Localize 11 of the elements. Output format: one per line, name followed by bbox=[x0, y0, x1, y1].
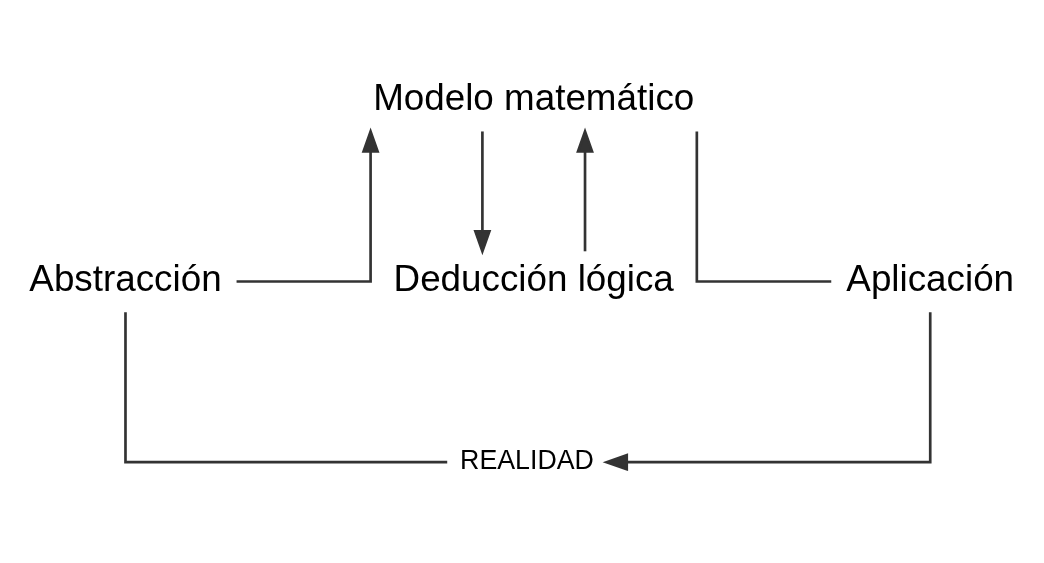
node-text: REALIDAD bbox=[460, 444, 594, 475]
node-text: Deducción lógica bbox=[393, 257, 674, 299]
node-text: Abstracción bbox=[29, 257, 222, 299]
connector bbox=[124, 312, 448, 464]
arrow bbox=[576, 127, 594, 252]
arrow bbox=[602, 312, 932, 472]
connector bbox=[695, 131, 832, 283]
node-text: Aplicación bbox=[846, 257, 1015, 299]
node-text: Modelo matemático bbox=[373, 77, 695, 119]
arrow bbox=[473, 131, 492, 256]
arrow bbox=[236, 127, 380, 283]
